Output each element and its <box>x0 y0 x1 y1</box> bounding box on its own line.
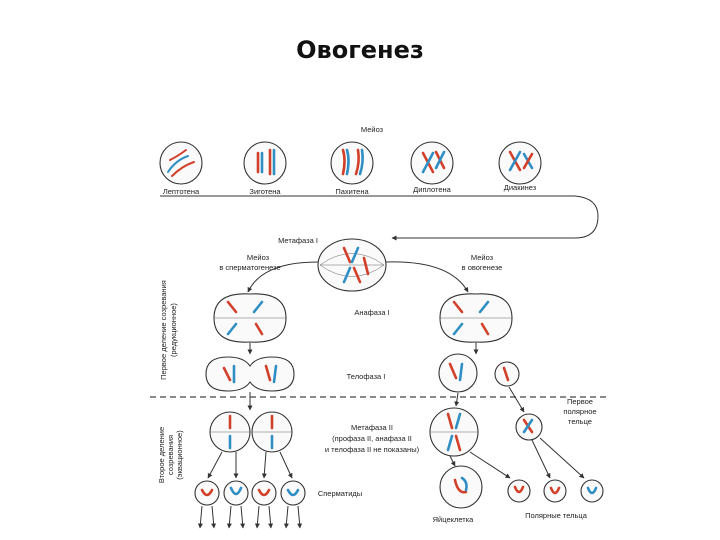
slide-title: Овогенез <box>296 36 424 64</box>
polar-bodies <box>507 479 604 503</box>
label-metaphase2-2: (профаза II, анафаза II <box>332 434 412 443</box>
label-spermatids: Сперматиды <box>318 489 362 498</box>
label-first-division-sub: (редукционное) <box>169 303 178 357</box>
label-metaphase1: Метафаза I <box>278 236 318 245</box>
meiosis-header: Мейоз <box>361 125 384 134</box>
label-first-polar-body-2: полярное <box>563 407 596 416</box>
label-meiosis-sperm: Мейоз <box>247 253 270 262</box>
arrow-to-ovo <box>385 261 469 293</box>
cell-diakinesis <box>498 141 542 185</box>
label-metaphase2: Метафаза II <box>351 423 393 432</box>
label-egg: Яйцеклетка <box>433 515 475 524</box>
spermatids <box>194 480 306 506</box>
label-anaphase1: Анафаза I <box>354 308 389 317</box>
label-second-division-3: (эквационное) <box>175 430 184 480</box>
label-polar-bodies: Полярные тельца <box>525 511 588 520</box>
cell-anaphase1-sperm <box>213 293 287 343</box>
label-leptotene: Лептотена <box>163 187 200 196</box>
cells-metaphase2-sperm <box>209 411 293 453</box>
label-first-division: Первое деление созревания <box>159 280 168 380</box>
cell-egg <box>439 465 483 509</box>
cell-anaphase1-ovo <box>439 293 513 343</box>
label-first-polar-body-3: тельце <box>568 417 592 426</box>
cell-telophase1-ovo <box>438 353 520 393</box>
cell-leptotene <box>159 141 203 185</box>
label-diakinesis: Диакинез <box>504 183 537 192</box>
cell-zygotene <box>243 141 287 185</box>
label-diplotene: Диплотена <box>413 185 451 194</box>
label-telophase1: Телофаза I <box>347 372 386 381</box>
cell-diplotene <box>410 141 454 185</box>
label-zygotene: Зиготена <box>249 187 281 196</box>
label-first-polar-body: Первое <box>567 397 593 406</box>
label-metaphase2-3: и телофаза II не показаны) <box>325 445 420 454</box>
label-second-division: Второе деление <box>157 427 166 483</box>
label-meiosis-ovo: Мейоз <box>471 253 494 262</box>
cell-metaphase1 <box>317 238 387 292</box>
cell-telophase1-sperm <box>205 356 295 392</box>
cell-pachytene <box>330 141 374 185</box>
prophase-flow-arrow <box>160 195 599 241</box>
label-second-division-2: созревания <box>166 435 175 475</box>
arrow-to-sperm <box>247 261 319 293</box>
label-meiosis-ovo-2: в овогенезе <box>462 263 503 272</box>
cell-first-polar-body <box>515 413 543 441</box>
cell-metaphase2-ovo <box>429 407 479 457</box>
label-pachytene: Пахитена <box>335 187 369 196</box>
label-meiosis-sperm-2: в сперматогенезе <box>219 263 280 272</box>
